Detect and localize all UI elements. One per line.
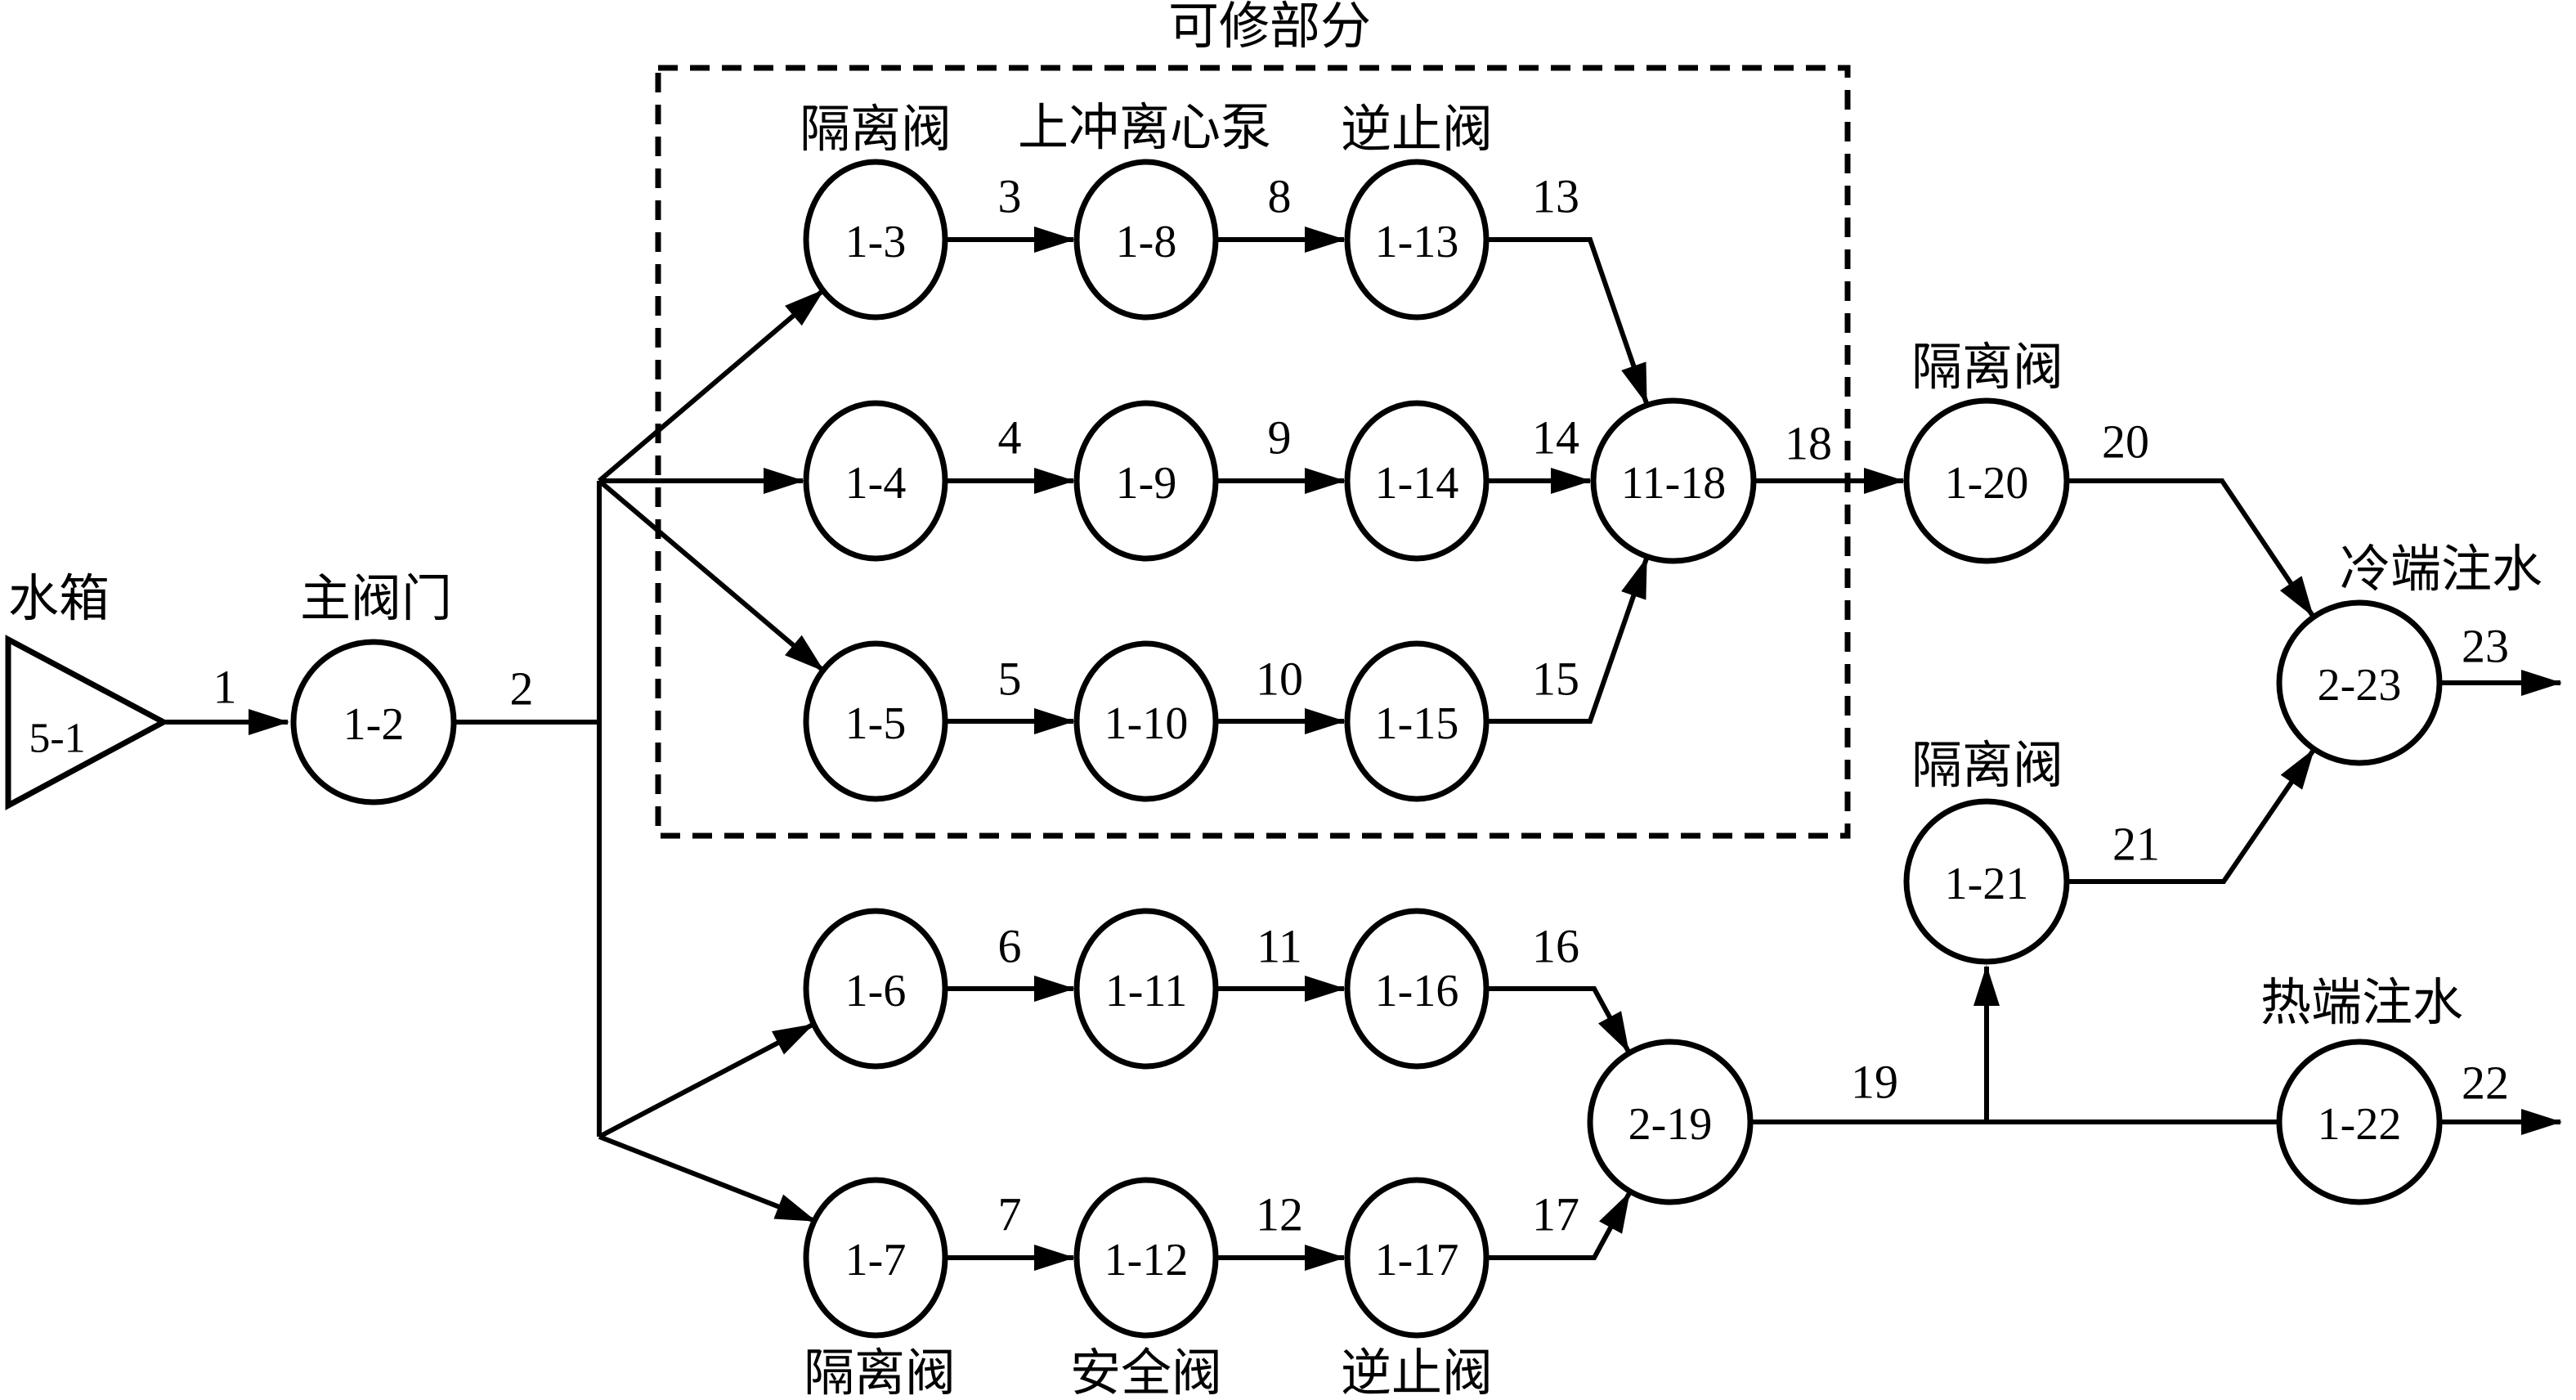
edge-14-label: 14 [1532,411,1579,464]
edge-9-label: 9 [1268,411,1292,464]
node-2-19-id: 2-19 [1628,1099,1713,1150]
top-check-valve-label: 逆止阀 [1341,102,1493,158]
edge-11-label: 11 [1257,920,1302,973]
edge-7-label: 7 [998,1188,1022,1241]
edge-13-label: 13 [1532,170,1579,223]
fanout-to-1-5-line [598,478,825,673]
edge-17-label: 17 [1532,1188,1579,1241]
node-1-3-id: 1-3 [845,217,907,267]
node-1-21-id: 1-21 [1945,859,2029,909]
main-valve-label: 主阀门 [300,572,452,627]
edge-12-label: 12 [1256,1188,1303,1241]
node-1-20-id: 1-20 [1945,458,2029,509]
node-1-12-id: 1-12 [1104,1235,1189,1286]
edge-5-label: 5 [998,653,1022,706]
edge-21-label: 21 [2112,818,2160,871]
hot-leg-injection-label: 热端注水 [2260,976,2463,1031]
node-1-14-id: 1-14 [1375,458,1459,509]
edge-21-line [2067,748,2316,884]
edge-8-label: 8 [1268,170,1292,223]
fanout-to-1-6-line [598,1022,814,1139]
edge-16-line [1486,986,1631,1053]
node-1-2-id: 1-2 [343,699,405,750]
top-pump-label: 上冲离心泵 [1018,101,1271,156]
edge-19-label: 19 [1851,1056,1898,1109]
edge-4-label: 4 [998,411,1022,464]
node-1-9-id: 1-9 [1116,458,1177,509]
water-tank-label: 水箱 [8,572,110,627]
edge-15-label: 15 [1532,653,1579,706]
edge-23-label: 23 [2462,620,2509,673]
cold-leg-injection-label: 冷端注水 [2340,542,2542,598]
node-1-15-id: 1-15 [1375,698,1459,749]
edge-10-label: 10 [1256,653,1303,706]
edge-6-label: 6 [998,920,1022,973]
water-tank-id: 5-1 [29,716,85,762]
node-1-7-id: 1-7 [845,1235,907,1286]
node-1-16-id: 1-16 [1375,966,1459,1016]
node-1-6-id: 1-6 [845,966,907,1016]
water-tank-triangle [5,635,170,810]
edge-13-line [1486,237,1649,405]
node-1-13-id: 1-13 [1375,217,1459,267]
fanout-to-1-7-line [598,1134,817,1223]
edge-3-label: 3 [998,170,1022,223]
node-1-10-id: 1-10 [1104,698,1189,749]
node-1-22-id: 1-22 [2318,1099,2402,1150]
edge-20-line [2067,478,2315,617]
bottom-check-valve-label: 逆止阀 [1341,1346,1493,1400]
repairable-section-box [655,65,1851,839]
node-1-8-id: 1-8 [1116,217,1177,267]
edge-2-label: 2 [510,662,534,716]
node-2-23-id: 2-23 [2318,660,2402,711]
node-1-5-id: 1-5 [845,698,907,749]
edge-17-line [1486,1191,1632,1260]
node-1-4-id: 1-4 [845,458,907,509]
edge-15-line [1486,557,1649,724]
bottom-isolation-valve-label: 隔离阀 [804,1346,956,1400]
node-1-17-id: 1-17 [1375,1235,1459,1286]
node-11-18-id: 11-18 [1621,458,1727,509]
edge-1-label: 1 [213,661,237,714]
bottom-safety-valve-label: 安全阀 [1070,1346,1222,1400]
edge-22-label: 22 [2462,1057,2509,1110]
repairable-section-title: 可修部分 [1168,0,1371,55]
isolation-valve-21-label: 隔离阀 [1911,738,2063,794]
edge-18-label: 18 [1785,417,1832,470]
edge-16-label: 16 [1532,920,1579,973]
top-isolation-valve-label: 隔离阀 [800,102,952,158]
node-1-11-id: 1-11 [1105,966,1188,1016]
fanout-to-1-3-line [598,288,825,483]
isolation-valve-20-label: 隔离阀 [1911,340,2063,396]
edge-20-label: 20 [2102,415,2149,469]
